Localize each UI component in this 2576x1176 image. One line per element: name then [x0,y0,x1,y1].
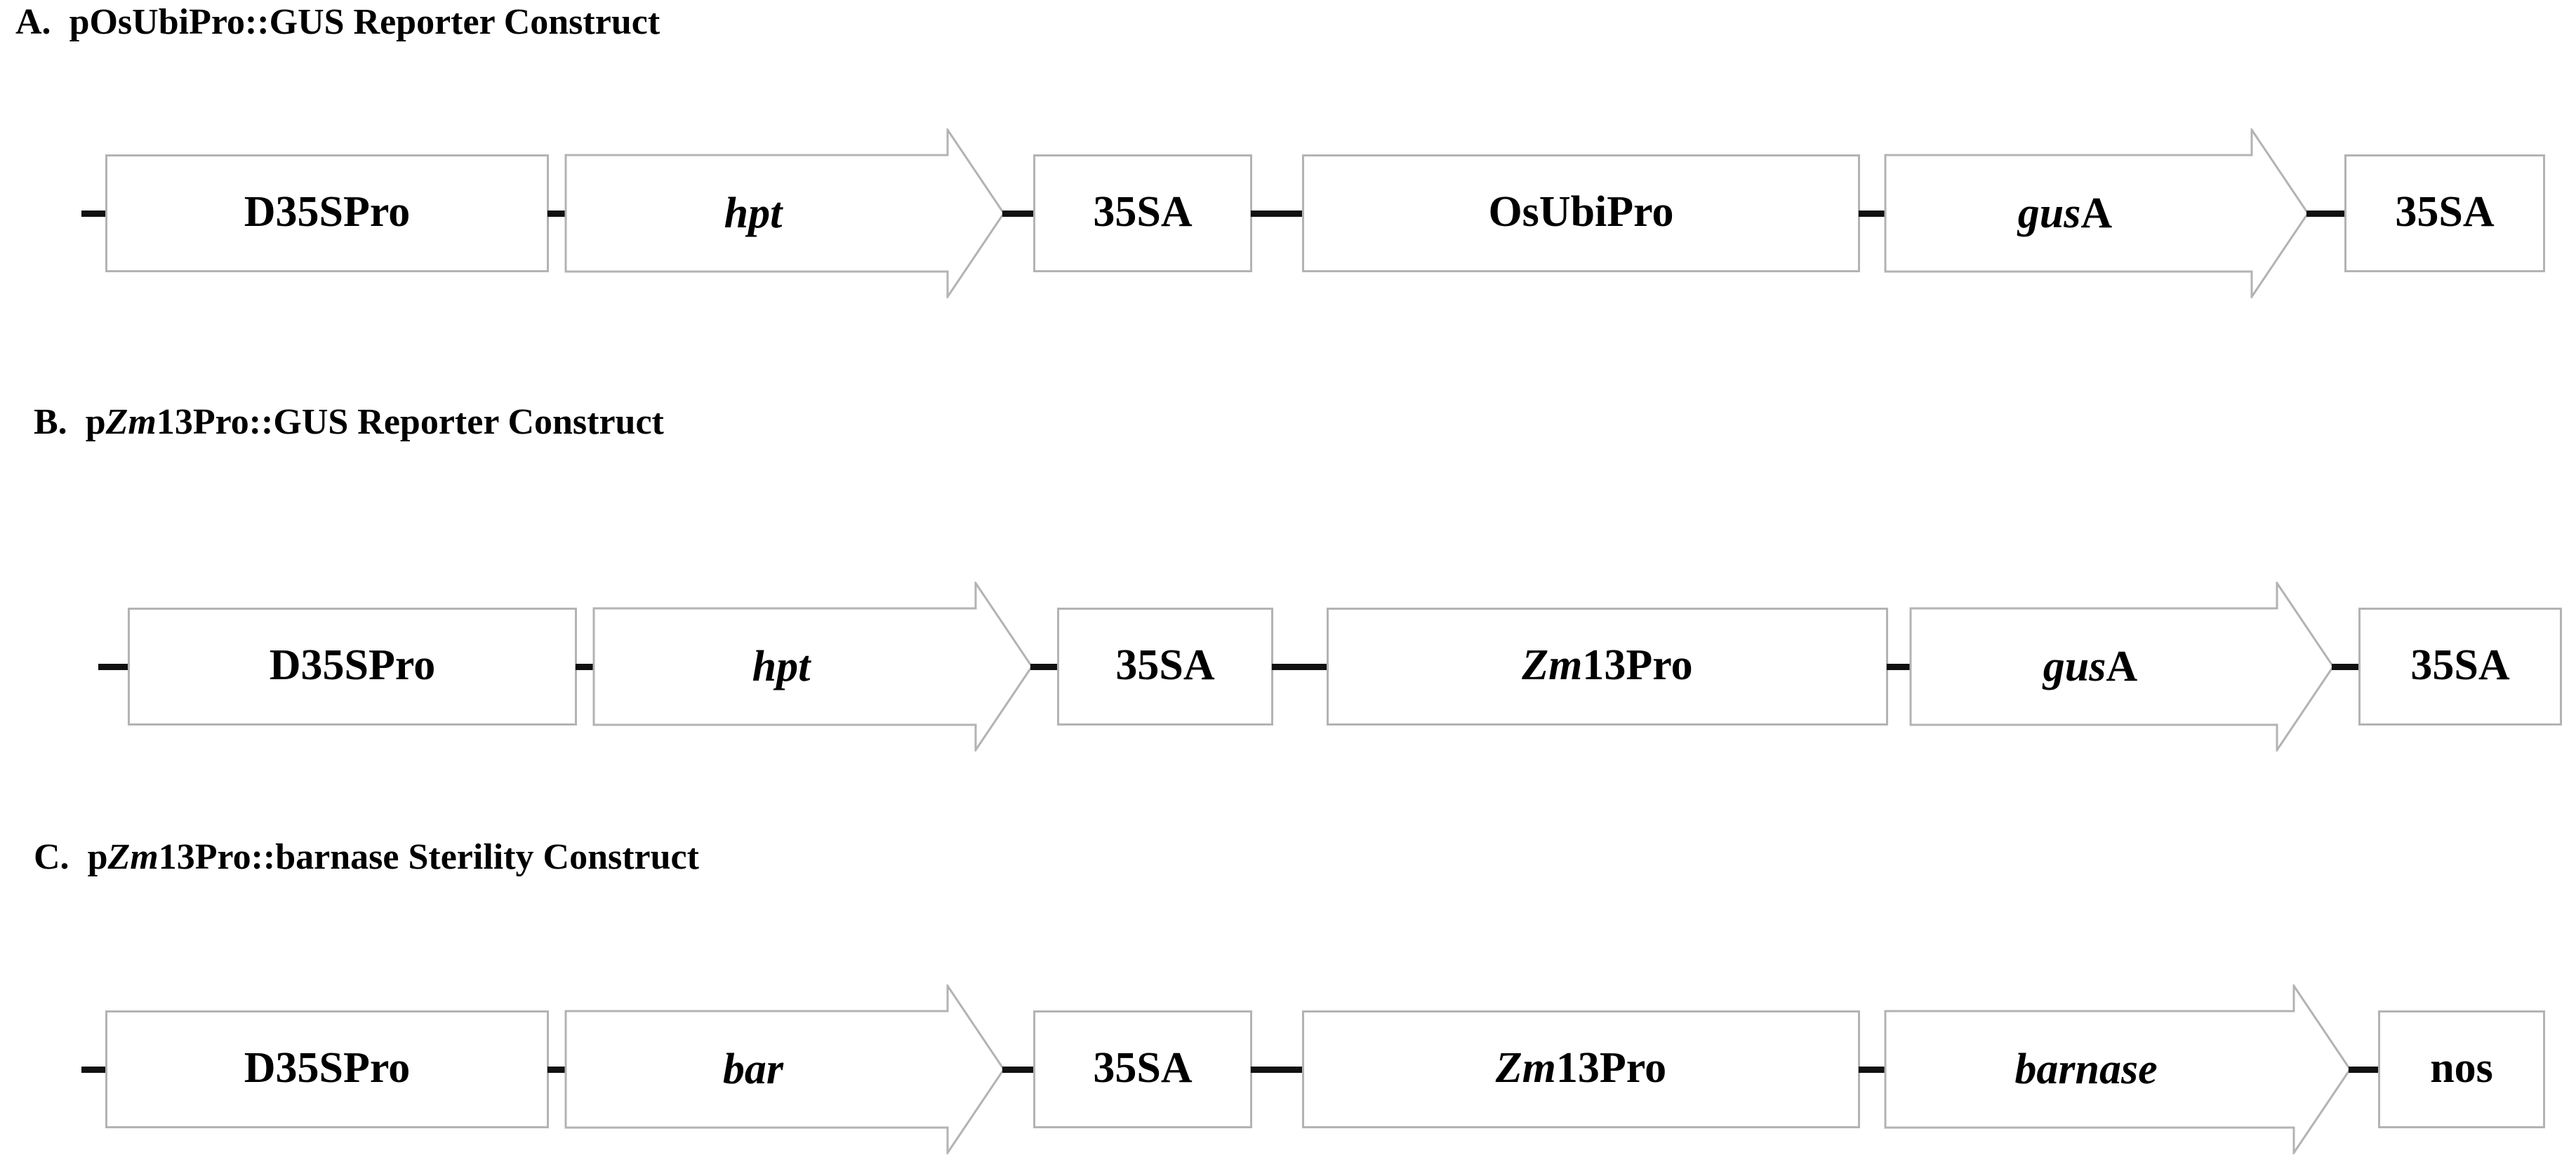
panel-c-title-zm: Zm [107,837,159,877]
feature-box-d35spro-c[interactable]: D35SPro [105,1010,549,1128]
feature-label-35sa-1: 35SA [1115,641,1215,689]
feature-label-35sa-1: 35SA [1093,188,1193,236]
panel-c-letter: C. [34,837,69,877]
feature-box-35sa-1-b[interactable]: 35SA [1057,608,1273,726]
panel-c-caption: C. pZm13Pro::barnase Sterility Construct [34,839,699,876]
connector-b-2 [1030,664,1058,670]
panel-b-letter: B. [34,402,67,442]
feature-box-nos-c[interactable]: nos [2378,1010,2545,1128]
panel-a-letter: A. [15,2,51,42]
feature-arrow-hpt-b[interactable]: hpt [592,582,1033,751]
panel-c-title-rest: 13Pro::barnase Sterility Construct [158,837,699,877]
feature-label-zm13pro-upright: 13Pro [1582,641,1693,689]
connector-a-left [81,211,107,217]
connector-c-5 [2349,1067,2379,1073]
connector-b-1 [576,664,595,670]
connector-c-1 [547,1067,567,1073]
feature-label-osubipro: OsUbiPro [1488,188,1674,236]
feature-label-35sa-2: 35SA [2410,641,2510,689]
feature-label-d35spro: D35SPro [244,1044,411,1092]
feature-label-zm13pro: Zm13Pro [1522,643,1692,687]
connector-c-2 [1002,1067,1035,1073]
panel-a-caption: A. pOsUbiPro::GUS Reporter Construct [15,4,660,41]
feature-box-35sa-1-a[interactable]: 35SA [1033,154,1252,272]
panel-a-title: pOsUbiPro::GUS Reporter Construct [69,2,660,42]
panel-b-title-rest: 13Pro::GUS Reporter Construct [156,402,664,442]
panel-b-title-p: p [85,402,106,442]
feature-box-zm13pro-c[interactable]: Zm13Pro [1302,1010,1860,1128]
connector-b-5 [2332,664,2361,670]
feature-label-zm13pro: Zm13Pro [1496,1046,1666,1090]
feature-label-zm13pro-italic: Zm [1522,641,1583,689]
feature-box-d35spro-b[interactable]: D35SPro [128,608,577,726]
feature-box-d35spro-a[interactable]: D35SPro [105,154,549,272]
connector-a-4 [1859,211,1887,217]
connector-c-left [81,1067,107,1073]
feature-label-d35spro: D35SPro [269,641,436,689]
feature-arrow-hpt-a[interactable]: hpt [564,128,1005,298]
connector-b-3 [1272,664,1329,670]
feature-label-nos: nos [2430,1044,2493,1092]
feature-label-zm13pro-upright: 13Pro [1555,1044,1667,1092]
connector-b-left [98,664,128,670]
feature-label-zm13pro-italic: Zm [1495,1044,1556,1092]
connector-a-5 [2306,211,2346,217]
feature-box-35sa-1-c[interactable]: 35SA [1033,1010,1252,1128]
panel-b-caption: B. pZm13Pro::GUS Reporter Construct [34,404,664,441]
connector-c-3 [1251,1067,1304,1073]
feature-box-zm13pro-b[interactable]: Zm13Pro [1327,608,1888,726]
connector-a-2 [1002,211,1035,217]
connector-a-1 [547,211,567,217]
connector-b-4 [1887,664,1912,670]
connector-a-3 [1251,211,1304,217]
feature-arrow-bar-c[interactable]: bar [564,984,1005,1154]
feature-box-35sa-2-b[interactable]: 35SA [2358,608,2562,726]
panel-c-title-p: p [87,837,108,877]
feature-label-35sa-1: 35SA [1093,1044,1193,1092]
feature-label-d35spro: D35SPro [244,188,411,236]
feature-box-osubipro-a[interactable]: OsUbiPro [1302,154,1860,272]
feature-arrow-barnase-c[interactable]: barnase [1884,984,2351,1154]
panel-b-title-zm: Zm [105,402,157,442]
feature-box-35sa-2-a[interactable]: 35SA [2344,154,2545,272]
feature-label-35sa-2: 35SA [2395,188,2495,236]
connector-c-4 [1859,1067,1887,1073]
